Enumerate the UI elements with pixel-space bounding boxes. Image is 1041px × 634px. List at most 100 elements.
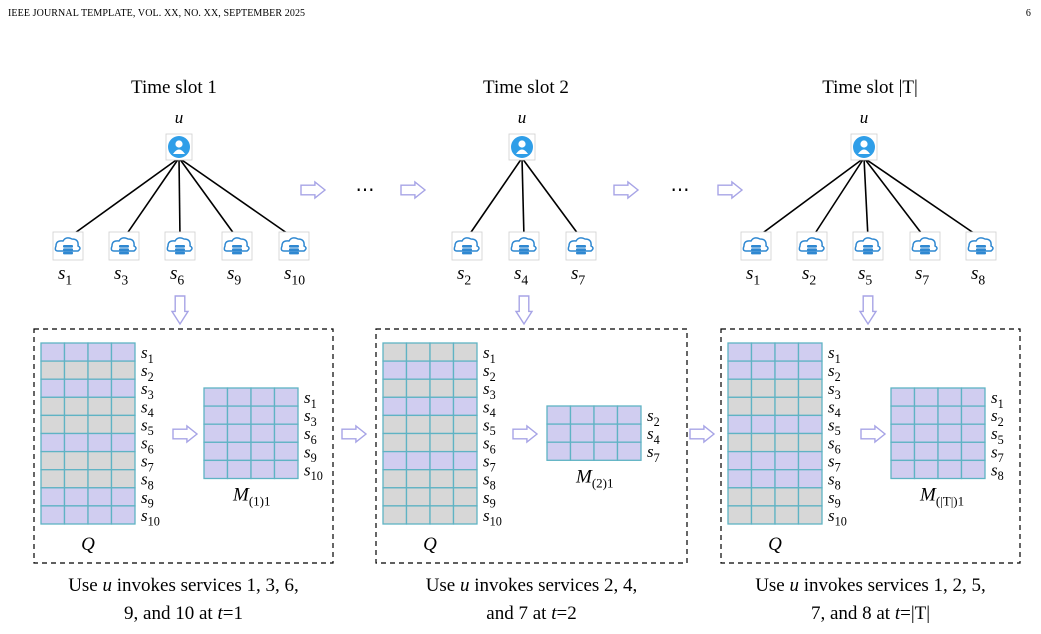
service-label: s2 [802,263,816,287]
service-label: s5 [858,263,872,287]
q-matrix-cell [429,414,455,435]
server-disk-icon [863,248,873,251]
m-row-label: s10 [304,460,323,483]
m-row-label: s4 [647,424,660,447]
m-matrix-cell [913,405,939,425]
m-matrix-cell [960,387,986,407]
q-matrix-cell [774,505,800,525]
q-row-label: s8 [483,470,496,493]
cloud-icon [742,237,769,252]
caption-line-1: Use u invokes services 1, 3, 6, [68,575,299,596]
slot-transition-arrow [613,180,640,200]
down-arrow [858,295,878,326]
q-matrix-cell [405,469,431,489]
panel-title: Time slot 1 [131,77,217,98]
server-disk-icon [976,251,986,255]
q-row-label: s3 [828,379,841,402]
q-matrix-cell [63,505,89,525]
m-matrix-label: M(1)1 [232,485,271,509]
server-disk-icon [119,245,129,248]
q-row-label: s6 [141,434,154,457]
q-matrix-cell [40,396,66,417]
invocation-link [178,157,295,239]
q-matrix-label: Q [423,534,437,555]
server-disk-icon [232,248,242,251]
ellipsis: ⋯ [671,180,690,201]
server-disk-icon [863,251,873,255]
invocation-link [178,157,238,239]
service-label: s9 [227,263,241,287]
q-row-label: s2 [828,361,841,384]
q-matrix-cell [750,414,776,435]
q-matrix-cell [797,487,823,507]
server-disk-icon [576,251,586,255]
q-row-label: s6 [483,434,496,457]
q-matrix-cell [452,450,478,471]
m-matrix-cell [546,423,572,443]
q-row-label: s3 [483,379,496,402]
server-disk-icon [232,251,242,255]
m-matrix-cell [616,423,642,443]
m-row-label: s1 [991,388,1004,411]
m-matrix-cell [203,405,229,425]
q-matrix-cell [110,469,136,489]
q-matrix-cell [40,360,66,380]
service-label: s2 [457,263,471,287]
q-matrix-cell [797,505,823,525]
q-matrix-cell [405,360,431,380]
cloud-icon [967,237,994,252]
q-row-label: s5 [141,415,154,438]
q-matrix-cell [87,414,113,435]
q-matrix-cell [774,469,800,489]
server-disk-icon [119,251,129,255]
panel-dashed-border [375,328,688,564]
q-matrix-cell [452,360,478,380]
q-matrix-cell [40,450,66,471]
service-label: s10 [284,263,305,287]
q-row-label: s8 [141,470,154,493]
m-matrix-cell [890,405,916,425]
down-arrow [514,295,534,326]
server-disk-icon [289,245,299,248]
q-matrix-cell [87,396,113,417]
q-matrix-cell [774,342,800,362]
m-matrix-cell [913,423,939,443]
q-matrix-cell [40,414,66,435]
m-row-label: s5 [991,424,1004,447]
invocation-link [521,157,525,239]
server-disk-icon [751,245,761,248]
caption-line-1: Use u invokes services 1, 2, 5, [755,575,986,596]
user-icon-body [858,149,870,154]
m-row-label: s8 [991,460,1004,483]
q-matrix-cell [382,469,408,489]
server-disk-icon [576,245,586,248]
q-matrix-cell [63,469,89,489]
q-matrix-cell [63,360,89,380]
q-matrix-cell [87,450,113,471]
server-disk-icon [751,251,761,255]
m-matrix-cell [226,459,252,480]
m-matrix-cell [273,441,299,462]
q-matrix-cell [797,450,823,471]
user-label: u [175,108,184,127]
m-matrix-cell [546,441,572,461]
m-matrix-label: M(|T|)1 [919,485,964,509]
user-label: u [860,108,869,127]
q-matrix-cell [750,469,776,489]
q-matrix-cell [63,378,89,398]
m-matrix-cell [890,387,916,407]
m-matrix-cell [250,459,276,480]
q-row-label: s5 [483,415,496,438]
m-matrix-cell [203,459,229,480]
server-disk-icon [807,245,817,248]
q-matrix-cell [382,487,408,507]
server-disk-icon [232,245,242,248]
service-label: s1 [746,263,760,287]
m-matrix-cell [250,441,276,462]
q-matrix-cell [727,360,753,380]
q-row-label: s9 [828,488,841,511]
q-matrix-cell [727,396,753,417]
q-row-label: s9 [483,488,496,511]
q-matrix-cell [40,505,66,525]
server-disk-icon [863,245,873,248]
